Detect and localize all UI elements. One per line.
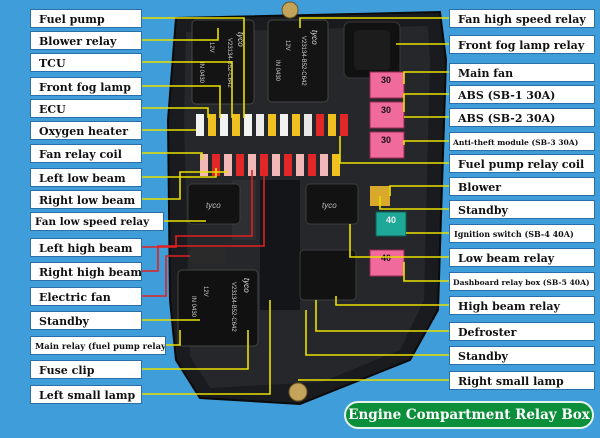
- label-left-small-lamp: Left small lamp: [30, 385, 142, 404]
- relay-marking: tyco: [322, 201, 337, 210]
- relay-marking: IN 0430: [274, 60, 280, 82]
- leader-lines-right: [298, 17, 449, 381]
- label-blower: Blower: [449, 177, 595, 196]
- mounting-posts: [281, 1, 308, 402]
- label-fuse-clip: Fuse clip: [30, 360, 142, 379]
- label-right-low-beam: Right low beam: [30, 190, 142, 209]
- label-ignition-switch: Ignition switch (SB-4 40A): [449, 224, 595, 243]
- label-front-fog-lamp: Front fog lamp: [30, 77, 142, 96]
- label-fuel-pump: Fuel pump: [30, 9, 142, 28]
- fuse-rating: 30: [381, 135, 391, 145]
- relay-marking: V23134-B52-C642: [226, 38, 232, 88]
- relay-marking: IN 0430: [190, 296, 196, 318]
- label-left-low-beam: Left low beam: [30, 168, 142, 187]
- label-standby-left: Standby: [30, 311, 142, 330]
- label-standby-right-2: Standby: [449, 346, 595, 365]
- label-left-high-beam: Left high beam: [30, 238, 142, 257]
- label-fan-high-speed-relay: Fan high speed relay: [449, 9, 595, 28]
- fuse-rating: 30: [381, 105, 391, 115]
- label-main-fan: Main fan: [449, 63, 595, 82]
- fuse-rating: 30: [381, 75, 391, 85]
- relay-marking: 12V: [202, 286, 208, 297]
- label-right-high-beam: Right high beam: [30, 262, 142, 281]
- mini-fuse-row-top: [196, 114, 348, 136]
- label-blower-relay: Blower relay: [30, 31, 142, 50]
- label-fan-low-speed-relay: Fan low speed relay: [30, 212, 164, 231]
- relay-marking: tyco: [236, 32, 245, 47]
- label-main-relay: Main relay (fuel pump relay): [30, 336, 166, 355]
- label-fuel-pump-relay-coil: Fuel pump relay coil: [449, 154, 595, 173]
- diagram-title: Engine Compartment Relay Box: [344, 401, 594, 429]
- relay-marking: V23134-B52-C642: [230, 282, 236, 332]
- relay-marking: 12V: [208, 42, 214, 53]
- relay-main-fuel-pump: tyco V23134-B52-C642 12V IN 0430: [177, 269, 259, 347]
- relay-marking: 12V: [284, 40, 290, 51]
- label-low-beam-relay: Low beam relay: [449, 248, 595, 267]
- label-abs-sb2: ABS (SB-2 30A): [449, 108, 595, 127]
- label-tcu: TCU: [30, 53, 142, 72]
- label-front-fog-lamp-relay: Front fog lamp relay: [449, 35, 595, 54]
- fuse-rating: 40: [381, 253, 391, 263]
- label-dashboard-relay-box: Dashboard relay box (SB-5 40A): [449, 272, 595, 291]
- relay-marking: tyco: [242, 278, 251, 293]
- relay-marking: tyco: [310, 30, 319, 45]
- relay-marking: tyco: [206, 201, 221, 210]
- relay-marking: IN 0430: [198, 62, 204, 84]
- label-oxygen-heater: Oxygen heater: [30, 121, 142, 140]
- label-right-small-lamp: Right small lamp: [449, 371, 595, 390]
- maxi-fuses: 30 30 30 40 40: [369, 71, 407, 277]
- relay-marking: V23134-B52-C642: [300, 36, 306, 86]
- mini-fuse-row-bottom: [200, 154, 340, 176]
- label-high-beam-relay: High beam relay: [449, 296, 595, 315]
- label-anti-theft-module: Anti-theft module (SB-3 30A): [449, 132, 595, 151]
- label-electric-fan: Electric fan: [30, 287, 142, 306]
- label-standby-right-1: Standby: [449, 200, 595, 219]
- fuse-rating: 40: [386, 215, 396, 225]
- label-fan-relay-coil: Fan relay coil: [30, 144, 142, 163]
- relay-row-middle: tyco tyco: [187, 183, 359, 301]
- label-abs-sb1: ABS (SB-1 30A): [449, 85, 595, 104]
- label-defroster: Defroster: [449, 322, 595, 341]
- label-ecu: ECU: [30, 99, 142, 118]
- relay-fuel-pump-area: tyco V23134-B52-C642 12V IN 0430 tyco V2…: [191, 19, 401, 105]
- leader-lines-left: [142, 17, 271, 395]
